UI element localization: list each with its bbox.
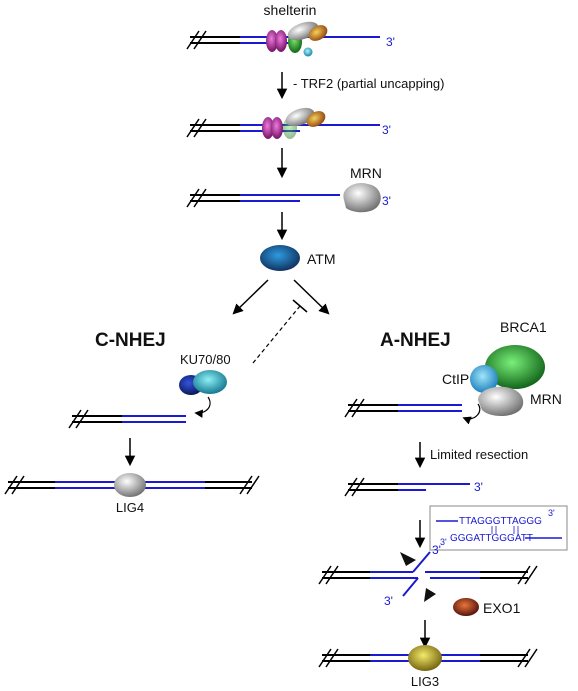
brca1-protein [485,345,545,389]
ctip-label: CtIP [442,371,469,387]
dna-resected [344,477,470,497]
three-prime-2: 3' [382,123,391,137]
shelterin-complex [266,21,328,57]
lig4-label: LIG4 [116,500,144,515]
trf2-label: - TRF2 (partial uncapping) [293,76,445,91]
ku-binding-arrow [194,396,211,418]
lig3-label: LIG3 [411,674,439,689]
shelterin-label: shelterin [264,2,317,18]
three-prime-resected: 3' [474,480,483,494]
brca1-label: BRCA1 [500,319,547,335]
lig3-protein [408,645,442,671]
atm-label: ATM [307,251,336,267]
shelterin-partial [262,107,326,139]
mrn-top-label: MRN [350,165,382,181]
three-prime-3: 3' [382,194,391,208]
limited-resection-label: Limited resection [430,447,528,462]
arrow-to-cnhej [232,279,269,315]
microhomology-box: TTAGGGTTAGGG 3' 3' GGGATTGGGATT [429,505,568,551]
mrn-complex-right [478,386,524,416]
three-prime-1: 3' [386,35,395,49]
ku-label: KU70/80 [180,352,231,367]
atm-protein [260,245,300,271]
dna-annealed [318,551,538,597]
lig4-protein [114,473,146,497]
seq-bottom: GGGATTGGGATT [450,533,533,544]
dna-cnhej-end [68,409,186,429]
exo1-label: EXO1 [483,600,521,616]
ku70 [193,370,227,394]
ctip-protein [470,365,498,393]
anhej-binding-arrow [462,403,481,425]
cleavage-mark-bottom [424,588,436,602]
exo1-protein [453,598,479,616]
mrn-complex-top [343,182,381,213]
seq-bottom-3prime: 3' [440,537,447,547]
cleavage-mark-top [400,552,416,566]
c-nhej-title: C-NHEJ [95,330,166,351]
three-prime-flap-top: 3' [432,543,441,557]
inhibition-bar [292,299,308,313]
a-nhej-title: A-NHEJ [380,330,451,351]
arrow-to-anhej [293,279,330,315]
mrn-right-label: MRN [530,391,562,407]
seq-top: TTAGGGTTAGGG [459,516,542,527]
three-prime-flap-bottom: 3' [384,594,393,608]
dna-anhej-end [344,398,462,418]
dna-step-3 [186,188,340,208]
inhibition-line [252,305,301,364]
seq-top-3prime: 3' [548,508,555,518]
